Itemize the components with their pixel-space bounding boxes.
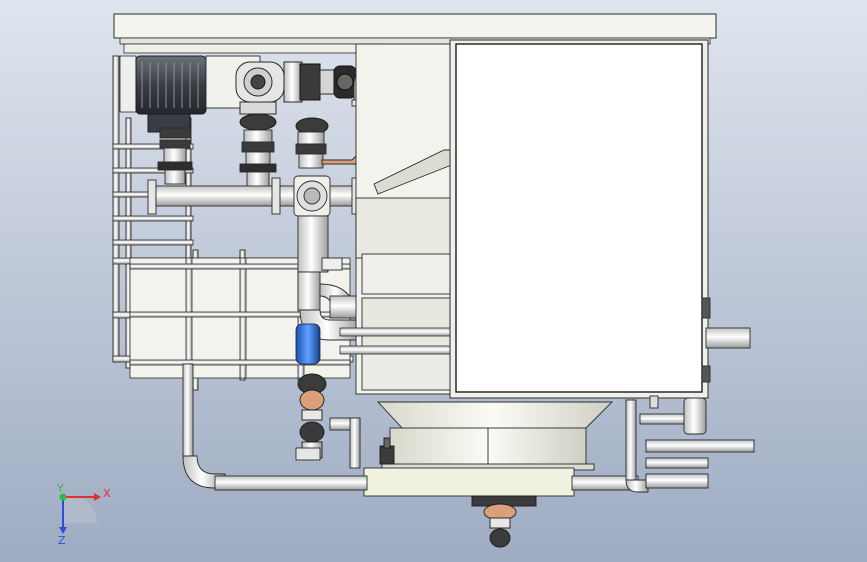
top-frame — [113, 13, 717, 54]
right-side-stub — [701, 297, 751, 383]
bottom-pipe-loop — [182, 363, 639, 491]
lower-pump-head[interactable] — [297, 373, 327, 459]
motor[interactable] — [119, 55, 261, 133]
bottom-outlet[interactable] — [471, 495, 537, 548]
triad-x-label: X — [103, 487, 111, 500]
downcomer-pipe — [297, 215, 361, 341]
control-panel[interactable] — [449, 39, 709, 399]
tank-body — [355, 43, 455, 395]
hopper-cone — [363, 401, 614, 497]
triad-z-label: Z — [58, 534, 66, 547]
valve-assembly-top[interactable] — [283, 61, 357, 135]
triad-y-label: Y — [56, 482, 64, 495]
coupling-column-2 — [239, 129, 277, 191]
coordinate-triad: X Y Z — [56, 482, 111, 547]
right-manifold — [625, 395, 755, 493]
pump-head-1[interactable] — [235, 61, 285, 131]
drain-fitting — [379, 437, 395, 465]
blue-pump[interactable] — [295, 323, 321, 365]
coupling-column-1 — [157, 127, 193, 185]
